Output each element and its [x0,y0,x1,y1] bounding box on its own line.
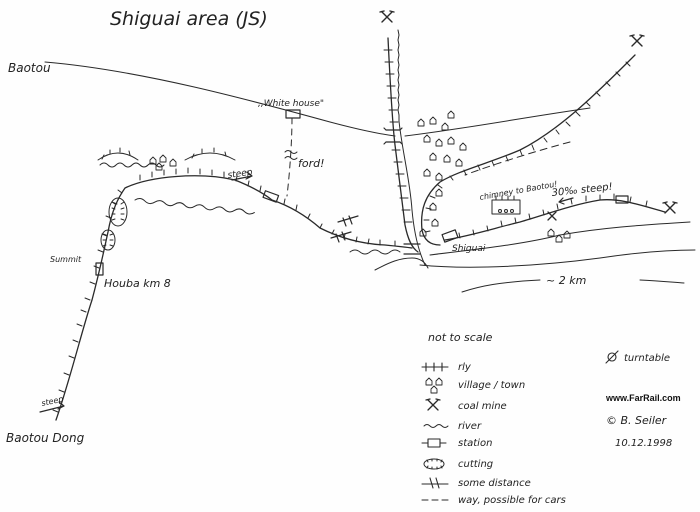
legend: not to scale rly village / town coal min… [421,331,670,506]
shiguai-station [441,229,459,243]
coal-mine-northeast-icon [629,34,645,47]
distance-arrow [461,279,685,293]
label-steep-upper: steep [227,168,253,181]
river-south [349,249,401,255]
road-south [374,257,429,271]
label-shiguai: Shiguai [452,244,486,254]
east-station [615,195,629,204]
legend-cutting-icon [423,458,445,470]
ford-water [284,150,298,160]
steep-arrows [39,171,574,413]
village-west-icon [149,154,177,171]
railway-east-ties [458,193,648,239]
legend-turntable-label: turntable [624,353,670,364]
legend-village-label: village / town [458,380,525,391]
legend-station-icon [421,438,447,448]
legend-coal-mine-label: coal mine [458,401,507,412]
legend-distance-icon [421,477,449,489]
legend-rly-label: rly [458,362,472,373]
road-east [404,107,591,137]
river-north [397,29,426,266]
legend-cutting-label: cutting [458,459,493,470]
label-ford: ford! [298,157,325,170]
railway-north-ties [383,49,413,223]
label-chimney: chimney to Baotou! [479,179,558,202]
label-baotou-dong: Baotou Dong [6,431,85,445]
junction-bridge [383,127,421,255]
legend-heading: not to scale [428,331,493,344]
legend-distance-label: some distance [458,478,531,489]
village-shiguai-icon [417,110,467,237]
chimney-building [491,195,521,215]
label-steep-grade: 30‰ steep! [551,182,613,199]
ford-track [286,117,293,197]
road-south-east [419,249,696,268]
legend-river-icon [423,424,449,428]
road-to-baotou [44,61,396,137]
river-central [134,198,255,215]
hills-north [97,147,236,161]
credit-author: © B. Seiler [606,414,668,427]
cutting-summit [100,197,128,251]
label-baotou: Baotou [8,61,51,75]
label-white-house: ,,White house" [258,99,324,109]
legend-rly-icon [421,362,449,372]
river-east [429,221,691,256]
river-west [99,162,165,168]
railway-east [444,199,666,241]
village-east-icon [547,228,571,243]
label-distance: ~ 2 km [546,274,586,287]
ford-station [262,190,280,203]
credit-date: 10.12.1998 [615,438,672,449]
label-houba: Houba km 8 [104,277,171,290]
houba-station [95,262,104,276]
coal-mine-north-icon [379,10,395,23]
coal-mine-east-icon [662,201,678,214]
legend-station-label: station [458,438,492,449]
legend-turntable-icon [605,350,619,364]
legend-way-label: way, possible for cars [458,495,566,506]
railway-west-ties [52,167,396,413]
legend-river-label: river [458,421,482,432]
railway-northeast [420,54,636,246]
railway-northeast-ties [423,61,631,233]
some-distance-mark [330,215,359,243]
white-house-building [285,109,301,119]
label-summit: Summit [50,255,82,264]
legend-village-icon [425,377,443,394]
legend-coal-mine-icon [425,398,441,411]
credit-site: www.FarRail.com [605,393,681,403]
way-northeast [464,141,571,176]
map-title: Shiguai area (JS) [110,8,268,30]
railway-north [387,37,419,253]
